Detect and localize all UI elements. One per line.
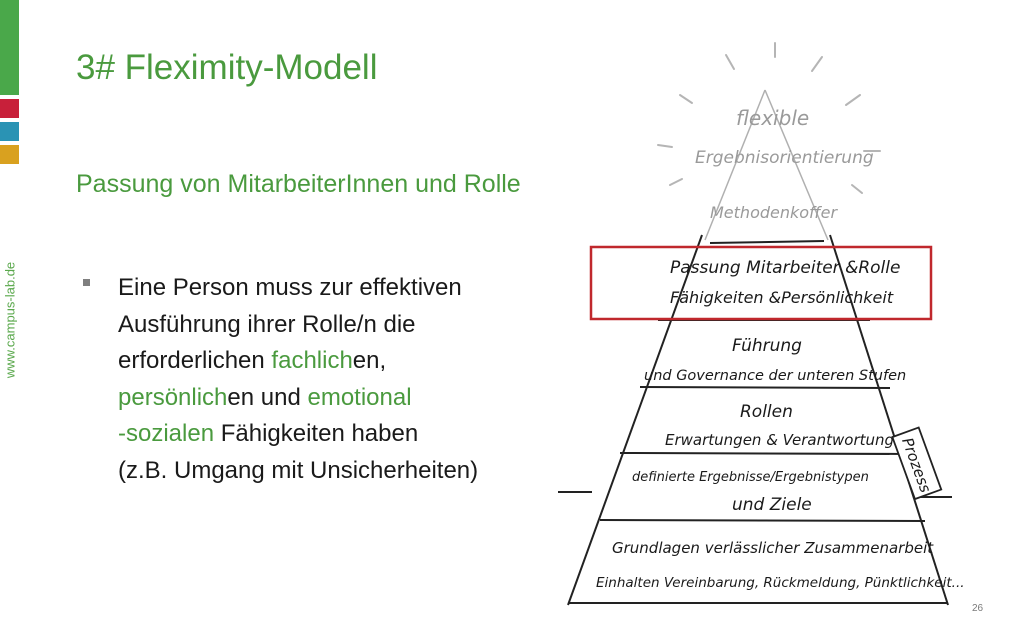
sidebar-url[interactable]: www.campus-lab.de [0,262,20,378]
sidebar-color-gold [0,145,19,164]
level3-subtitle: und Ziele [732,495,812,515]
bullet-line: persönlichen und emotional [118,380,478,417]
pyramid-top-flexible: flexible [736,106,809,130]
level4-title: Grundlagen verlässlicher Zusammenarbeit [612,539,934,557]
prozess-label: Prozess [891,426,943,501]
level2-title: Rollen [740,402,793,422]
sidebar-url-text[interactable]: www.campus-lab.de [2,261,18,379]
highlight-fachlich: fachlich [271,347,353,374]
level1-subtitle: und Governance der unteren Stufen [644,368,906,384]
pyramid-top-ergebnis: Ergebnisorientierung [695,148,874,168]
highlight-sozial: -sozialen [118,420,215,447]
bullet-line: (z.B. Umgang mit Unsicherheiten) [118,456,479,484]
level2-subtitle: Erwartungen & Verantwortung [665,431,894,449]
bullet-text: Eine Person muss zur effektiven Ausführu… [118,270,478,489]
bullet-text-part: erforderlichen [118,347,272,374]
level4-subtitle: Einhalten Vereinbarung, Rückmeldung, Pün… [596,575,965,591]
bullet-text-part: en, [352,347,387,374]
highlight-line-2: Fähigkeiten &Persönlichkeit [670,288,894,307]
pyramid-body [558,234,952,606]
bullet-text-part: Fähigkeiten haben [214,420,419,447]
bullet-text-part: en und [227,383,308,411]
bullet-line: Ausführung ihrer Rolle/n die [118,310,416,338]
fleximity-pyramid-drawing: flexible Ergebnisorientierung Methodenko… [558,42,965,606]
level1-title: Führung [732,336,802,356]
level3-title: definierte Ergebnisse/Ergebnistypen [632,470,869,485]
sidebar-color-green [0,0,19,95]
bullet-square-icon [83,279,90,286]
page-number: 26 [972,603,984,614]
highlight-line-1: Passung Mitarbeiter &Rolle [670,258,900,278]
slide-title: 3# Fleximity-Modell [76,48,378,87]
sidebar-color-red [0,99,19,118]
bullet-line: Eine Person muss zur effektiven [118,274,462,301]
highlight-box [589,245,933,321]
slide-subtitle: Passung von MitarbeiterInnen und Rolle [76,170,521,198]
bullet-line: erforderlichen fachlichen, [118,343,478,380]
sidebar-color-blue [0,122,19,141]
highlight-emotional: emotional [307,383,412,411]
bullet-line: -sozialen Fähigkeiten haben [118,416,478,453]
prozess-label-box [891,426,943,501]
highlight-persoenlich: persönlich [118,383,228,411]
sun-rays [657,42,881,194]
pyramid-top-methoden: Methodenkoffer [710,203,838,222]
pyramid-tip [704,89,829,241]
